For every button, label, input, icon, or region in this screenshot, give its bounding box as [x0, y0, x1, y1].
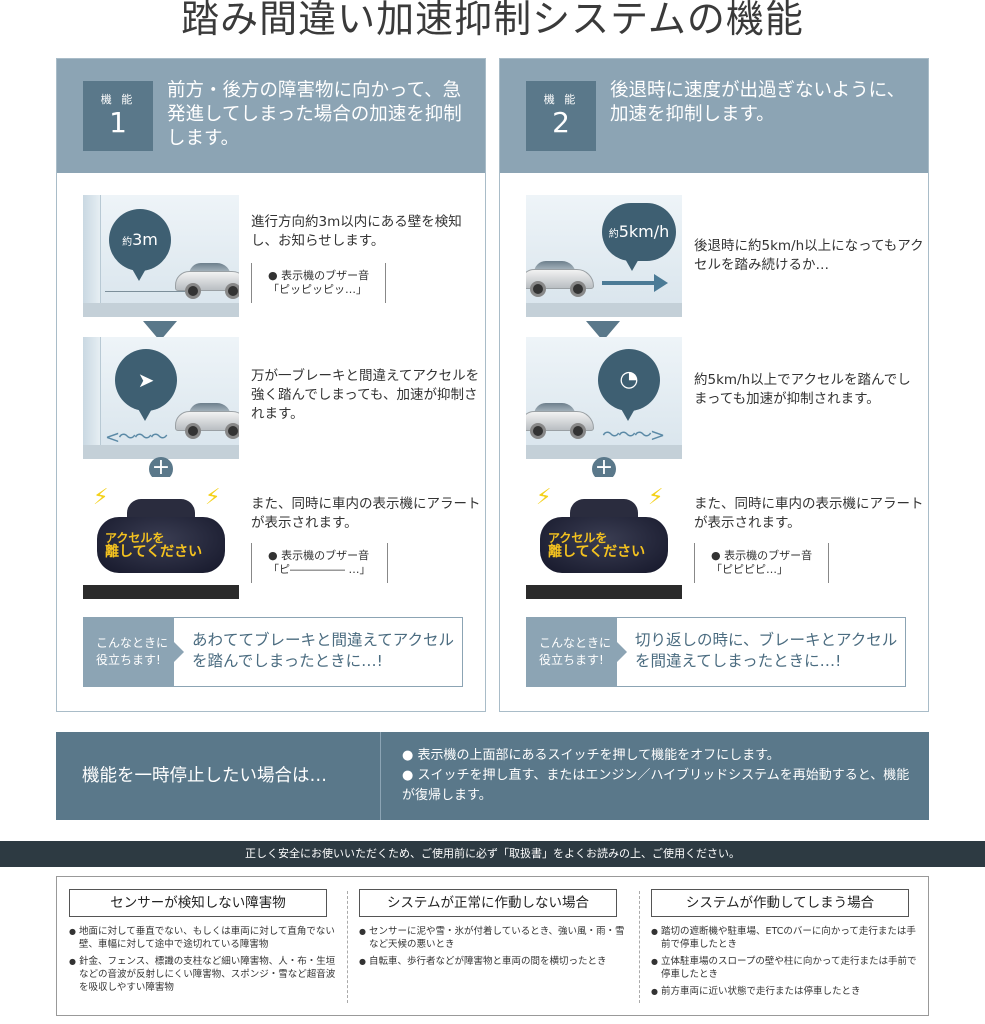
feature-2-step-2-illustration: ◔ ～～～> [526, 337, 682, 459]
pedal-press-icon: ➤ [115, 349, 177, 421]
helpful-message: あわててブレーキと間違えてアクセルを踏んでしまったときに…! [192, 631, 454, 670]
feature-1-panel: 機 能 1 前方・後方の障害物に向かって、急発進してしまった場合の加速を抑制しま… [56, 58, 486, 712]
forward-wave-icon: ～～～> [602, 425, 665, 446]
feature-2-heading: 後退時に速度が出過ぎないように、加速を抑制します。 [610, 80, 906, 125]
ground-graphic [526, 445, 682, 459]
warning-item: 自転車、歩行者などが障害物と車両の間を横切ったとき [359, 955, 629, 968]
alert-bolt-icon: ⚡ [536, 485, 552, 510]
pause-item: ● 表示機の上面部にあるスイッチを押して機能をオフにします。 [402, 748, 780, 763]
ground-graphic [83, 445, 239, 459]
warning-heading: センサーが検知しない障害物 [69, 889, 327, 917]
feature-2-panel: 機 能 2 後退時に速度が出過ぎないように、加速を抑制します。 約5km/h 後… [499, 58, 929, 712]
alert-bolt-icon: ⚡ [205, 485, 221, 510]
feature-1-step-3-illustration: ⚡ ⚡ アクセルを 離してください [83, 477, 239, 599]
down-arrow-icon [143, 321, 177, 341]
feature-1-helpful-box: こんなときに役立ちます! あわててブレーキと間違えてアクセルを踏んでしまったとき… [83, 617, 463, 687]
feature-2-step-1-text: 後退時に約5km/h以上になってもアクセルを踏み続けるか… [694, 238, 924, 273]
warning-item: 針金、フェンス、標識の支柱など細い障害物、人・布・生垣などの音波が反射しにくい障… [69, 955, 339, 994]
feature-2-step-1-illustration: 約5km/h [526, 195, 682, 317]
feature-label: 機 能 [543, 93, 579, 106]
feature-2-step-3-illustration: ⚡ ⚡ アクセルを 離してください [526, 477, 682, 599]
safety-banner: 正しく安全にお使いいただくため、ご使用前に必ず「取扱書」をよくお読みの上、ご使用… [0, 841, 985, 867]
alert-bolt-icon: ⚡ [648, 485, 664, 510]
car-icon [175, 263, 239, 299]
warning-item: 前方車両に近い状態で走行または停車したとき [651, 985, 921, 998]
feature-1-step-2-text: 万が一ブレーキと間違えてアクセルを強く踏んでしまっても、加速が抑制されます。 [251, 368, 480, 422]
backward-wave-icon: <～～～ [105, 427, 168, 448]
warning-item: 立体駐車場のスロープの壁や柱に向かって走行または手前で停車したとき [651, 955, 921, 981]
car-icon [526, 261, 594, 297]
feature-1-step-1-illustration: 約3m [83, 195, 239, 317]
feature-number: 2 [552, 106, 570, 139]
warning-column-undetected: センサーが検知しない障害物 地面に対して垂直でない、もしくは車両に対して直角でな… [69, 889, 339, 998]
display-unit [97, 517, 225, 573]
feature-1-step-3-note: ● 表示機のブザー音 「ピ――――― …」 [251, 543, 388, 583]
helpful-tag: こんなときに役立ちます! [527, 618, 627, 686]
feature-2-helpful-box: こんなときに役立ちます! 切り返しの時に、ブレーキとアクセルを間違えてしまったと… [526, 617, 906, 687]
ground-graphic [83, 303, 239, 317]
feature-1-heading: 前方・後方の障害物に向かって、急発進してしまった場合の加速を抑制します。 [167, 80, 462, 149]
column-divider [347, 891, 348, 1003]
ground-graphic [526, 303, 682, 317]
helpful-message: 切り返しの時に、ブレーキとアクセルを間違えてしまったときに…! [635, 631, 898, 670]
warning-item: センサーに泥や雪・氷が付着しているとき、強い風・雨・雪など天候の悪いとき [359, 925, 629, 951]
distance-bubble: 約3m [109, 209, 171, 281]
wall-graphic [83, 337, 101, 459]
speedometer-icon: ◔ [598, 349, 660, 421]
feature-2-step-3-text: また、同時に車内の表示機にアラートが表示されます。 [694, 496, 924, 531]
down-arrow-icon [586, 321, 620, 341]
pause-title: 機能を一時停止したい場合は… [82, 766, 327, 786]
feature-1-header: 機 能 1 前方・後方の障害物に向かって、急発進してしまった場合の加速を抑制しま… [57, 59, 485, 173]
feature-1-step-1-note: ● 表示機のブザー音 「ピッピッピッ…」 [251, 263, 387, 303]
car-icon [175, 403, 239, 439]
speed-bubble: 約5km/h [602, 203, 676, 271]
warning-heading: システムが正常に作動しない場合 [359, 889, 617, 917]
floor-graphic [83, 585, 239, 599]
warning-column-false-activation: システムが作動してしまう場合 踏切の遮断機や駐車場、ETCのバーに向かって走行ま… [651, 889, 921, 1002]
warning-heading: システムが作動してしまう場合 [651, 889, 909, 917]
wall-graphic [83, 195, 101, 317]
warning-item: 踏切の遮断機や駐車場、ETCのバーに向かって走行または手前で停車したとき [651, 925, 921, 951]
floor-graphic [526, 585, 682, 599]
feature-1-step-1-text: 進行方向約3m以内にある壁を検知し、お知らせします。 [251, 214, 462, 249]
feature-2-step-3-note: ● 表示機のブザー音 「ピピピピ…」 [694, 543, 830, 583]
column-divider [639, 891, 640, 1003]
feature-number: 1 [109, 106, 127, 139]
feature-1-badge: 機 能 1 [83, 81, 153, 151]
car-icon [526, 403, 594, 439]
pause-list: ● 表示機の上面部にあるスイッチを押して機能をオフにします。 ● スイッチを押し… [402, 746, 922, 806]
warning-item: 地面に対して垂直でない、もしくは車両に対して直角でない壁、車幅に対して途中で途切… [69, 925, 339, 951]
feature-label: 機 能 [100, 93, 136, 106]
pause-section: 機能を一時停止したい場合は… ● 表示機の上面部にあるスイッチを押して機能をオフ… [56, 732, 929, 820]
pause-item: ● スイッチを押し直す、またはエンジン／ハイブリッドシステムを再始動すると、機能… [402, 768, 910, 803]
feature-2-step-2-text: 約5km/h以上でアクセルを踏んでしまっても加速が抑制されます。 [694, 372, 911, 407]
warning-column-malfunction: システムが正常に作動しない場合 センサーに泥や雪・氷が付着しているとき、強い風・… [359, 889, 629, 972]
display-screen-text: アクセルを 離してください [105, 531, 203, 560]
forward-arrow-icon [602, 274, 668, 292]
warnings-box: センサーが検知しない障害物 地面に対して垂直でない、もしくは車両に対して直角でな… [56, 876, 929, 1016]
feature-2-header: 機 能 2 後退時に速度が出過ぎないように、加速を抑制します。 [500, 59, 928, 173]
distance-line [105, 291, 185, 292]
feature-1-step-2-illustration: ➤ <～～～ [83, 337, 239, 459]
display-unit [540, 517, 668, 573]
page-title: 踏み間違い加速抑制システムの機能 [181, 0, 804, 41]
feature-2-badge: 機 能 2 [526, 81, 596, 151]
feature-1-step-3-text: また、同時に車内の表示機にアラートが表示されます。 [251, 496, 481, 531]
alert-bolt-icon: ⚡ [93, 485, 109, 510]
pause-divider [380, 732, 381, 820]
display-screen-text: アクセルを 離してください [548, 531, 646, 560]
helpful-tag: こんなときに役立ちます! [84, 618, 184, 686]
